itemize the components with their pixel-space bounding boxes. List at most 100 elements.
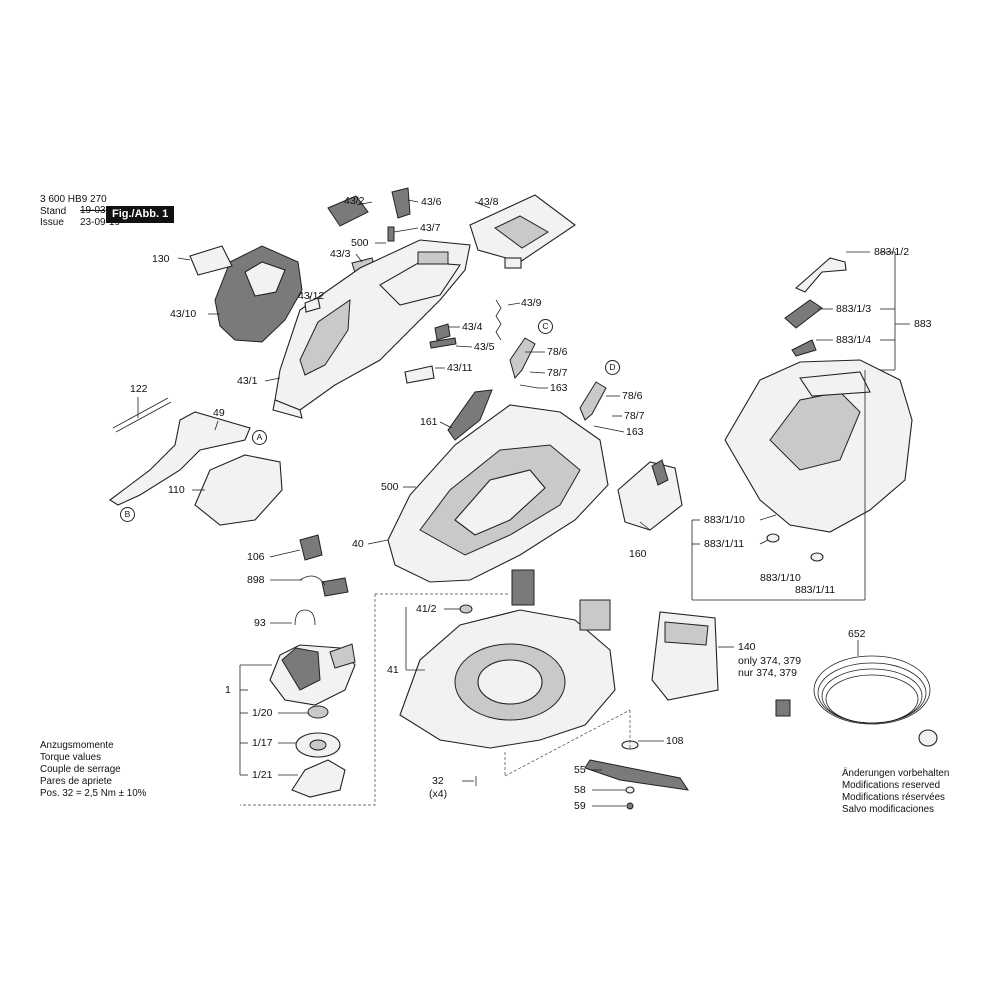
stand-label: Stand (40, 206, 67, 217)
label-43-3: 43/3 (330, 248, 351, 260)
label-883-1-11-b: 883/1/11 (795, 584, 836, 596)
clip-883-1-4 (791, 339, 817, 357)
callout-b: B (120, 507, 135, 522)
label-49: 49 (213, 407, 225, 419)
label-110: 110 (168, 484, 185, 496)
label-108: 108 (666, 735, 684, 747)
label-883-1-4: 883/1/4 (836, 334, 872, 346)
label-43-11: 43/11 (447, 362, 473, 374)
badge-130 (189, 245, 233, 276)
label-78-6-c: 78/6 (547, 346, 568, 358)
cable-898 (321, 577, 349, 597)
switch-106 (299, 534, 323, 561)
grassbox-883 (724, 359, 913, 533)
deflector-160-detail (651, 459, 669, 486)
torque-note-es: Pares de apriete (40, 776, 112, 787)
label-43-12: 43/12 (298, 290, 325, 302)
deflector-160 (617, 461, 683, 531)
callout-a: A (252, 430, 267, 445)
label-140-note-en: only 374, 379 (738, 655, 802, 667)
fan-1-17-hub (309, 739, 327, 751)
label-1-20: 1/20 (252, 707, 273, 719)
label-1-21: 1/21 (252, 769, 273, 781)
callout-d: D (605, 360, 620, 375)
label-40: 40 (352, 538, 364, 550)
guard-110 (194, 454, 283, 526)
label-43-5: 43/5 (474, 341, 495, 353)
strip-43-11 (404, 365, 435, 384)
spring-122 (112, 397, 169, 429)
label-163-c: 163 (550, 382, 568, 394)
label-163-d: 163 (626, 426, 644, 438)
pin-43-5 (429, 337, 457, 349)
label-43-4: 43/4 (462, 321, 483, 333)
seal-43-12 (304, 297, 321, 313)
label-1-17: 1/17 (252, 737, 273, 749)
torque-note-en: Torque values (40, 752, 101, 763)
label-652: 652 (848, 628, 866, 640)
modifications-note-fr: Modifications réservées (842, 792, 945, 803)
label-43-1: 43/1 (237, 375, 258, 387)
torque-note-value: Pos. 32 = 2,5 Nm ± 10% (40, 788, 147, 799)
label-58: 58 (574, 784, 586, 796)
label-78-7-c: 78/7 (547, 367, 568, 379)
label-140: 140 (738, 641, 756, 653)
stand-old-date: 19-03 (80, 205, 106, 216)
document-number: 3 600 HB9 270 (40, 194, 107, 205)
cable-652 (775, 655, 938, 747)
label-883-1-11-a: 883/1/11 (704, 538, 745, 550)
label-883-1-2: 883/1/2 (874, 246, 910, 258)
label-43-8: 43/8 (478, 196, 499, 208)
modifications-note-en: Modifications reserved (842, 780, 941, 791)
torque-note-de: Anzugsmomente (40, 740, 114, 751)
label-883-1-3: 883/1/3 (836, 303, 872, 315)
label-106: 106 (247, 551, 265, 563)
pin-883-1-11a (766, 533, 780, 543)
clip-43-2 (327, 195, 369, 227)
deck-41 (399, 569, 616, 749)
label-43-10: 43/10 (170, 308, 197, 320)
spring-122b (115, 401, 172, 433)
label-32-qty: (x4) (429, 788, 448, 800)
label-43-7: 43/7 (420, 222, 441, 234)
handle-top-part-43-8 (469, 194, 576, 269)
handle-883-1-2 (794, 257, 847, 293)
issue-label: Issue (40, 217, 64, 228)
label-78-6-d: 78/6 (622, 390, 643, 402)
modifications-note-es: Salvo modificaciones (842, 804, 935, 815)
motor-assembly-1 (269, 643, 356, 706)
cover-43-10 (214, 245, 303, 343)
label-122: 122 (130, 383, 148, 395)
torque-note-fr: Couple de serrage (40, 764, 121, 775)
label-32: 32 (432, 775, 444, 787)
issue-date: 23-09-19 (80, 217, 121, 228)
catch-43-6 (391, 187, 411, 219)
label-43-6: 43/6 (421, 196, 442, 208)
screw-163-a (519, 384, 539, 389)
leader-lines (137, 199, 910, 807)
lever-49 (109, 411, 251, 506)
label-500-top: 500 (351, 237, 369, 249)
label-1: 1 (225, 684, 231, 696)
label-55: 55 (574, 764, 586, 776)
knob-43-4 (434, 323, 451, 341)
spring-43-9 (495, 299, 502, 341)
label-883-1-10-a: 883/1/10 (704, 514, 745, 526)
label-43-9: 43/9 (521, 297, 542, 309)
cover-161 (447, 389, 493, 441)
cable-898-wire (299, 575, 326, 586)
label-43-2: 43/2 (344, 195, 365, 207)
chassis-40 (387, 404, 609, 583)
spacer-1-20 (307, 705, 329, 719)
blade-55 (584, 759, 690, 791)
upper-housing-43-1 (272, 239, 471, 419)
dashed-guides (240, 593, 631, 806)
label-130: 130 (152, 253, 170, 265)
pin-883-1-11b (810, 552, 824, 562)
label-160: 160 (629, 548, 647, 560)
label-140-note-de: nur 374, 379 (738, 667, 797, 679)
bolt-59 (626, 802, 634, 810)
label-161: 161 (420, 416, 438, 428)
